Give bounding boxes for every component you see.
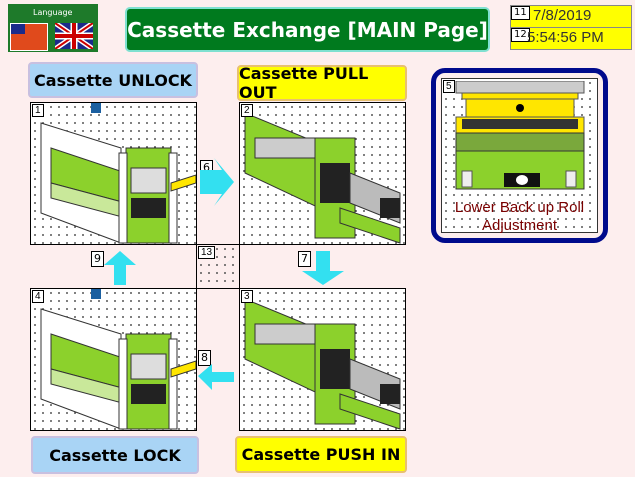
unlock-label: Cassette UNLOCK (34, 70, 192, 90)
uk-flag-icon (55, 23, 93, 49)
machine-lock-illustration (40, 288, 197, 430)
roll-panel: 5 Lower Back up Roll Adjustment (441, 78, 598, 235)
time-value: 5:54:56 PM (527, 29, 604, 46)
cassette-unlock-button[interactable]: Cassette UNLOCK (28, 62, 198, 98)
flag-chinese-button[interactable] (10, 23, 48, 51)
cassette-lock-button[interactable]: Cassette LOCK (31, 436, 199, 474)
panel-center[interactable]: 13 (196, 244, 240, 289)
arrow-up-index: 9 (91, 251, 104, 267)
roll-adjust-label: Lower Back up Roll Adjustment (442, 199, 597, 235)
panel-push-in[interactable]: 3 (239, 288, 406, 431)
page-title: Cassette Exchange [MAIN Page] (125, 7, 490, 52)
cassette-pull-out-button[interactable]: Cassette PULL OUT (237, 64, 407, 102)
panel-index: 4 (32, 290, 44, 303)
machine-push-in-illustration (244, 298, 401, 430)
panel-index: 13 (198, 246, 216, 259)
panel-lock[interactable]: 4 (30, 288, 197, 431)
roll-illustration (455, 81, 585, 190)
lock-label: Cassette LOCK (49, 445, 181, 465)
date-index: 11 (511, 6, 530, 20)
machine-pull-out-illustration (244, 112, 401, 244)
panel-index: 1 (32, 104, 44, 117)
roll-label-line1: Lower Back up Roll (454, 199, 585, 216)
push-in-label: Cassette PUSH IN (241, 445, 401, 464)
pull-out-label: Cassette PULL OUT (239, 64, 369, 102)
language-panel: Language (8, 4, 98, 52)
flag-english-button[interactable] (55, 23, 93, 49)
lower-backup-roll-adjustment-button[interactable]: 5 Lower Back up Roll Adjustment (431, 68, 608, 243)
page-title-text: Cassette Exchange [MAIN Page] (127, 17, 488, 42)
time-display: 12 5:54:56 PM (510, 27, 632, 50)
language-label: Language (33, 8, 73, 17)
arrow-down-icon[interactable] (302, 251, 344, 285)
panel-index: 3 (241, 290, 253, 303)
arrow-up-icon[interactable] (104, 251, 136, 285)
flag-icon (11, 24, 25, 34)
arrow-right-icon[interactable] (200, 158, 234, 208)
panel-pull-out[interactable]: 2 (239, 102, 406, 245)
arrow-left-icon[interactable] (198, 364, 234, 392)
panel-unlock[interactable]: 1 (30, 102, 197, 245)
date-display: 11 7/8/2019 (510, 5, 632, 28)
roll-label-line2: Adjustment (481, 217, 558, 234)
arrow-left-index: 8 (198, 350, 211, 366)
machine-unlock-illustration (40, 102, 197, 244)
panel-index: 2 (241, 104, 253, 117)
arrow-down-index: 7 (298, 251, 311, 267)
date-value: 7/8/2019 (533, 7, 592, 24)
cassette-push-in-button[interactable]: Cassette PUSH IN (235, 436, 407, 473)
panel-index: 5 (443, 80, 455, 93)
time-index: 12 (511, 28, 530, 42)
